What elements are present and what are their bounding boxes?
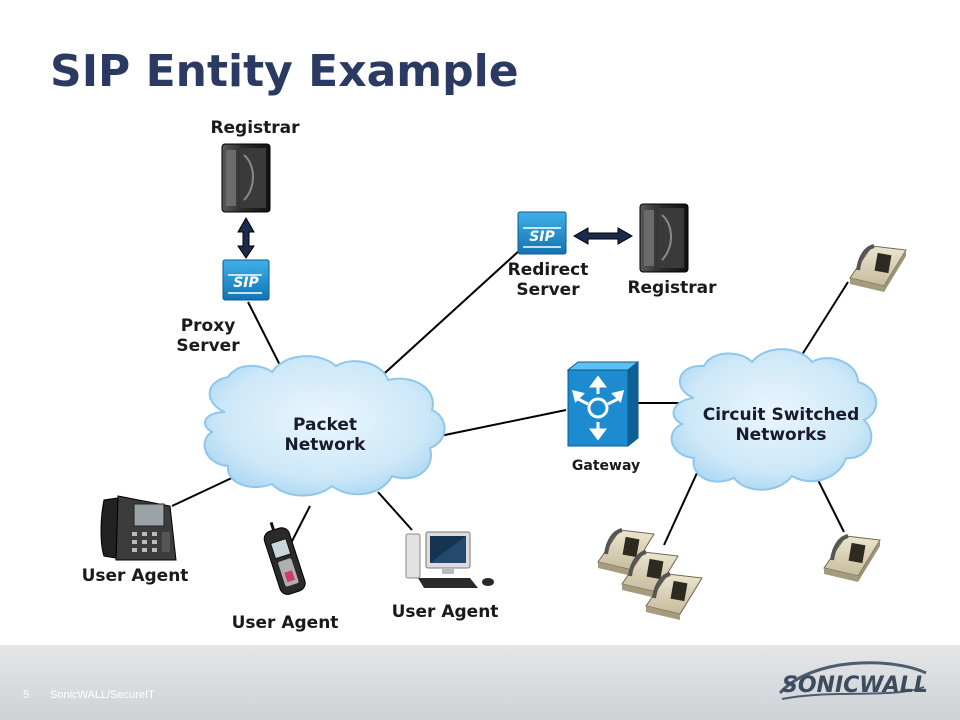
double-arrow-horizontal-icon	[572, 227, 634, 245]
label-user-agent-left: User Agent	[81, 566, 189, 586]
label-gateway: Gateway	[571, 458, 641, 474]
line-circuit-phones-left	[663, 461, 703, 546]
telephone-right-icon	[823, 534, 881, 582]
sonicwall-logo	[778, 661, 927, 700]
label-circuit-switched-networks: Circuit Switched Networks	[702, 405, 860, 446]
page-number: 5	[23, 689, 30, 701]
line-packet-ua-left	[171, 475, 237, 507]
ip-phone-icon	[100, 495, 177, 561]
label-packet-network: Packet Network	[284, 415, 366, 456]
telephone-top-icon	[849, 244, 907, 292]
double-arrow-vertical-icon	[237, 216, 255, 259]
label-proxy-server: Proxy Server	[176, 316, 240, 357]
desktop-computer-icon	[405, 531, 494, 588]
diagram-canvas: SIP SIP	[100, 143, 907, 620]
line-packet-ua-mobile	[289, 505, 311, 546]
telephone-stack-icon	[597, 528, 703, 620]
circuit-switched-cloud	[670, 348, 878, 491]
slide-footer: 5 SonicWALL/SecureIT SONICWALL	[0, 645, 960, 720]
svg-text:SIP: SIP	[233, 275, 259, 291]
line-circuit-phone-right	[817, 479, 845, 533]
packet-network-cloud	[203, 355, 446, 497]
svg-text:SIP: SIP	[529, 229, 555, 245]
line-packet-gateway	[439, 409, 567, 437]
line-packet-ua-pc	[377, 491, 413, 531]
label-user-agent-mobile: User Agent	[231, 613, 339, 633]
footer-text: SonicWALL/SecureIT	[50, 689, 155, 701]
label-redirect-server: Redirect Server	[507, 260, 589, 301]
mobile-phone-icon	[263, 521, 306, 595]
sonicwall-logo-text: SONICWALL	[782, 673, 928, 698]
gateway-router-icon	[566, 360, 640, 448]
label-registrar-right: Registrar	[627, 278, 717, 298]
line-circuit-phone-top	[799, 281, 849, 359]
registrar-server-icon	[221, 143, 271, 213]
registrar-right-server-icon	[639, 203, 689, 273]
page-title: SIP Entity Example	[50, 46, 519, 97]
label-registrar-top: Registrar	[210, 118, 300, 138]
label-user-agent-pc: User Agent	[391, 602, 499, 622]
connections	[171, 249, 849, 546]
sip-proxy-icon: SIP	[222, 259, 270, 301]
line-redirect-packet	[374, 249, 521, 383]
sip-redirect-icon: SIP	[517, 211, 567, 255]
